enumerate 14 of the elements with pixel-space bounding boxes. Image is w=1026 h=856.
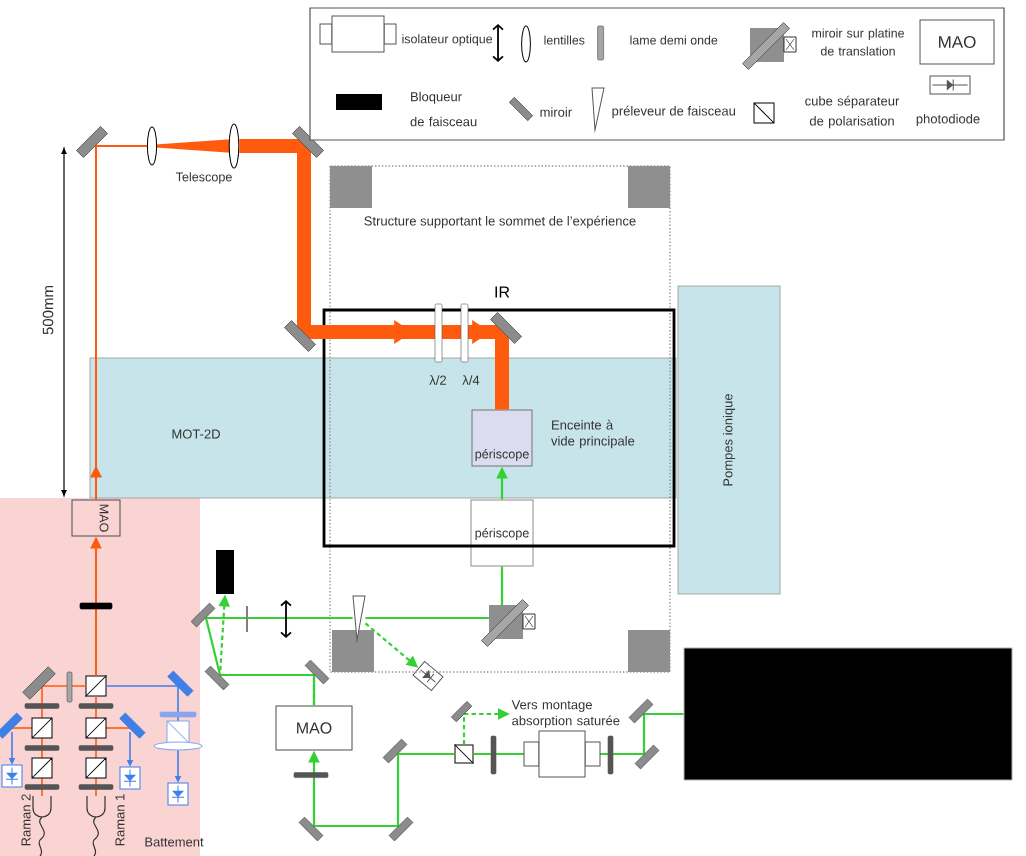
laser-beam bbox=[365, 566, 504, 620]
beam-splitter-cube bbox=[85, 675, 107, 697]
beam-blocker bbox=[216, 550, 234, 594]
beam-label: IR bbox=[495, 286, 510, 298]
laser-beam bbox=[239, 139, 509, 410]
photodiode-icon bbox=[412, 660, 444, 692]
laser-beam bbox=[473, 712, 684, 756]
laser-beam bbox=[90, 145, 148, 501]
modulator-box: MAO bbox=[275, 705, 353, 751]
laser-beam bbox=[204, 616, 353, 706]
beam-sampler bbox=[352, 595, 366, 641]
laser-box bbox=[683, 647, 1013, 781]
legend-sample-box: MAO bbox=[919, 19, 995, 65]
beam-splitter-cube bbox=[454, 744, 474, 764]
